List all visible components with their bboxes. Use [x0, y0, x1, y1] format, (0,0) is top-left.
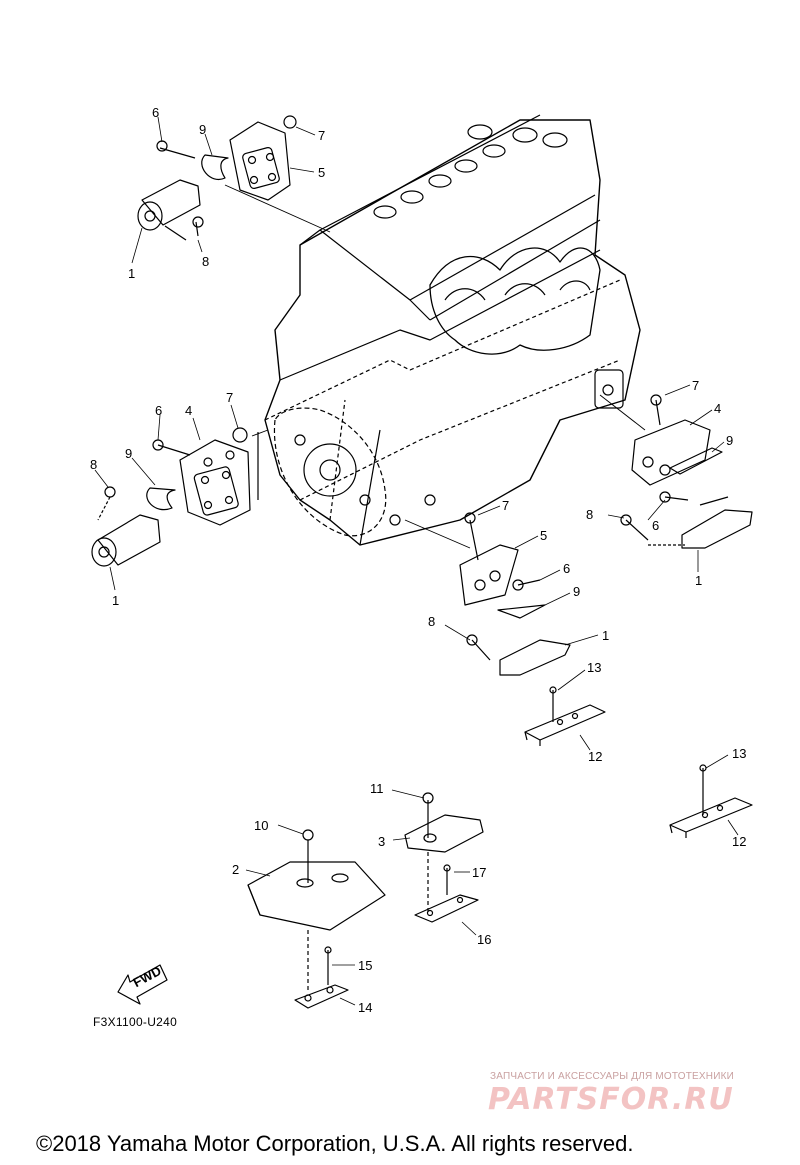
mount-1-left: [97, 514, 161, 566]
mount-group-centre: [459, 512, 571, 676]
plate-12-left: [524, 686, 606, 746]
callout-label: 6: [652, 518, 659, 533]
callout-label: 4: [185, 403, 192, 418]
callout-label: 8: [586, 507, 593, 522]
fwd-arrow-icon: [117, 964, 168, 1005]
mount-2-assembly: [247, 829, 386, 1009]
bracket-4-right: [631, 419, 711, 486]
callout-label: 9: [726, 433, 733, 448]
callout-label: 11: [370, 781, 384, 796]
callout-label: 9: [573, 584, 580, 599]
bracket-5-upper: [229, 121, 291, 201]
callout-label: 7: [692, 378, 699, 393]
callout-label: 3: [378, 834, 385, 849]
mount-group-middle-left: [91, 427, 259, 567]
callout-label: 6: [563, 561, 570, 576]
engine-block: [264, 114, 641, 546]
callout-label: 6: [152, 105, 159, 120]
bracket-5-centre: [459, 544, 519, 606]
callout-label: 1: [112, 593, 119, 608]
watermark-logo: PARTSFOR.RU: [488, 1082, 734, 1117]
plate-12-right: [669, 764, 753, 838]
callout-label: 9: [199, 122, 206, 137]
callout-label: 1: [602, 628, 609, 643]
diagram-code: F3X1100-U240: [93, 1015, 178, 1029]
mount-3-assembly: [404, 792, 484, 923]
callout-label: 12: [588, 749, 602, 764]
callout-label: 2: [232, 862, 239, 877]
callout-label: 14: [358, 1000, 372, 1015]
callout-label: 8: [202, 254, 209, 269]
callout-label: 15: [358, 958, 372, 973]
fwd-label: FWD: [130, 963, 163, 990]
callout-label: 9: [125, 446, 132, 461]
mount-1-right: [681, 509, 753, 549]
callout-label: 8: [428, 614, 435, 629]
callout-label: 13: [587, 660, 601, 675]
callout-label: 12: [732, 834, 746, 849]
callout-label: 7: [502, 498, 509, 513]
callout-label: 13: [732, 746, 746, 761]
callout-label: 6: [155, 403, 162, 418]
callout-label: 4: [714, 401, 721, 416]
callout-label: 5: [540, 528, 547, 543]
callout-label: 8: [90, 457, 97, 472]
callout-label: 7: [318, 128, 325, 143]
callout-label: 5: [318, 165, 325, 180]
bracket-4-left: [179, 439, 251, 526]
callout-labels: 1 1 1 1 2 3 4 4 5 5 6 6 6 6 7 7 7 7 8 8 …: [90, 105, 746, 1015]
mount-1-centre: [499, 639, 571, 676]
mount-group-upper-left: [137, 115, 297, 241]
callout-label: 16: [477, 932, 491, 947]
mount-group-right: [620, 394, 753, 549]
callout-label: 7: [226, 390, 233, 405]
watermark-tagline: ЗАПЧАСТИ И АКСЕССУАРЫ ДЛЯ МОТОТЕХНИКИ: [490, 1071, 735, 1082]
callout-label: 17: [472, 865, 486, 880]
mount-1-upper: [141, 179, 201, 226]
copyright-notice: ©2018 Yamaha Motor Corporation, U.S.A. A…: [36, 1131, 634, 1156]
callout-label: 1: [128, 266, 135, 281]
callout-label: 1: [695, 573, 702, 588]
callout-label: 10: [254, 818, 268, 833]
